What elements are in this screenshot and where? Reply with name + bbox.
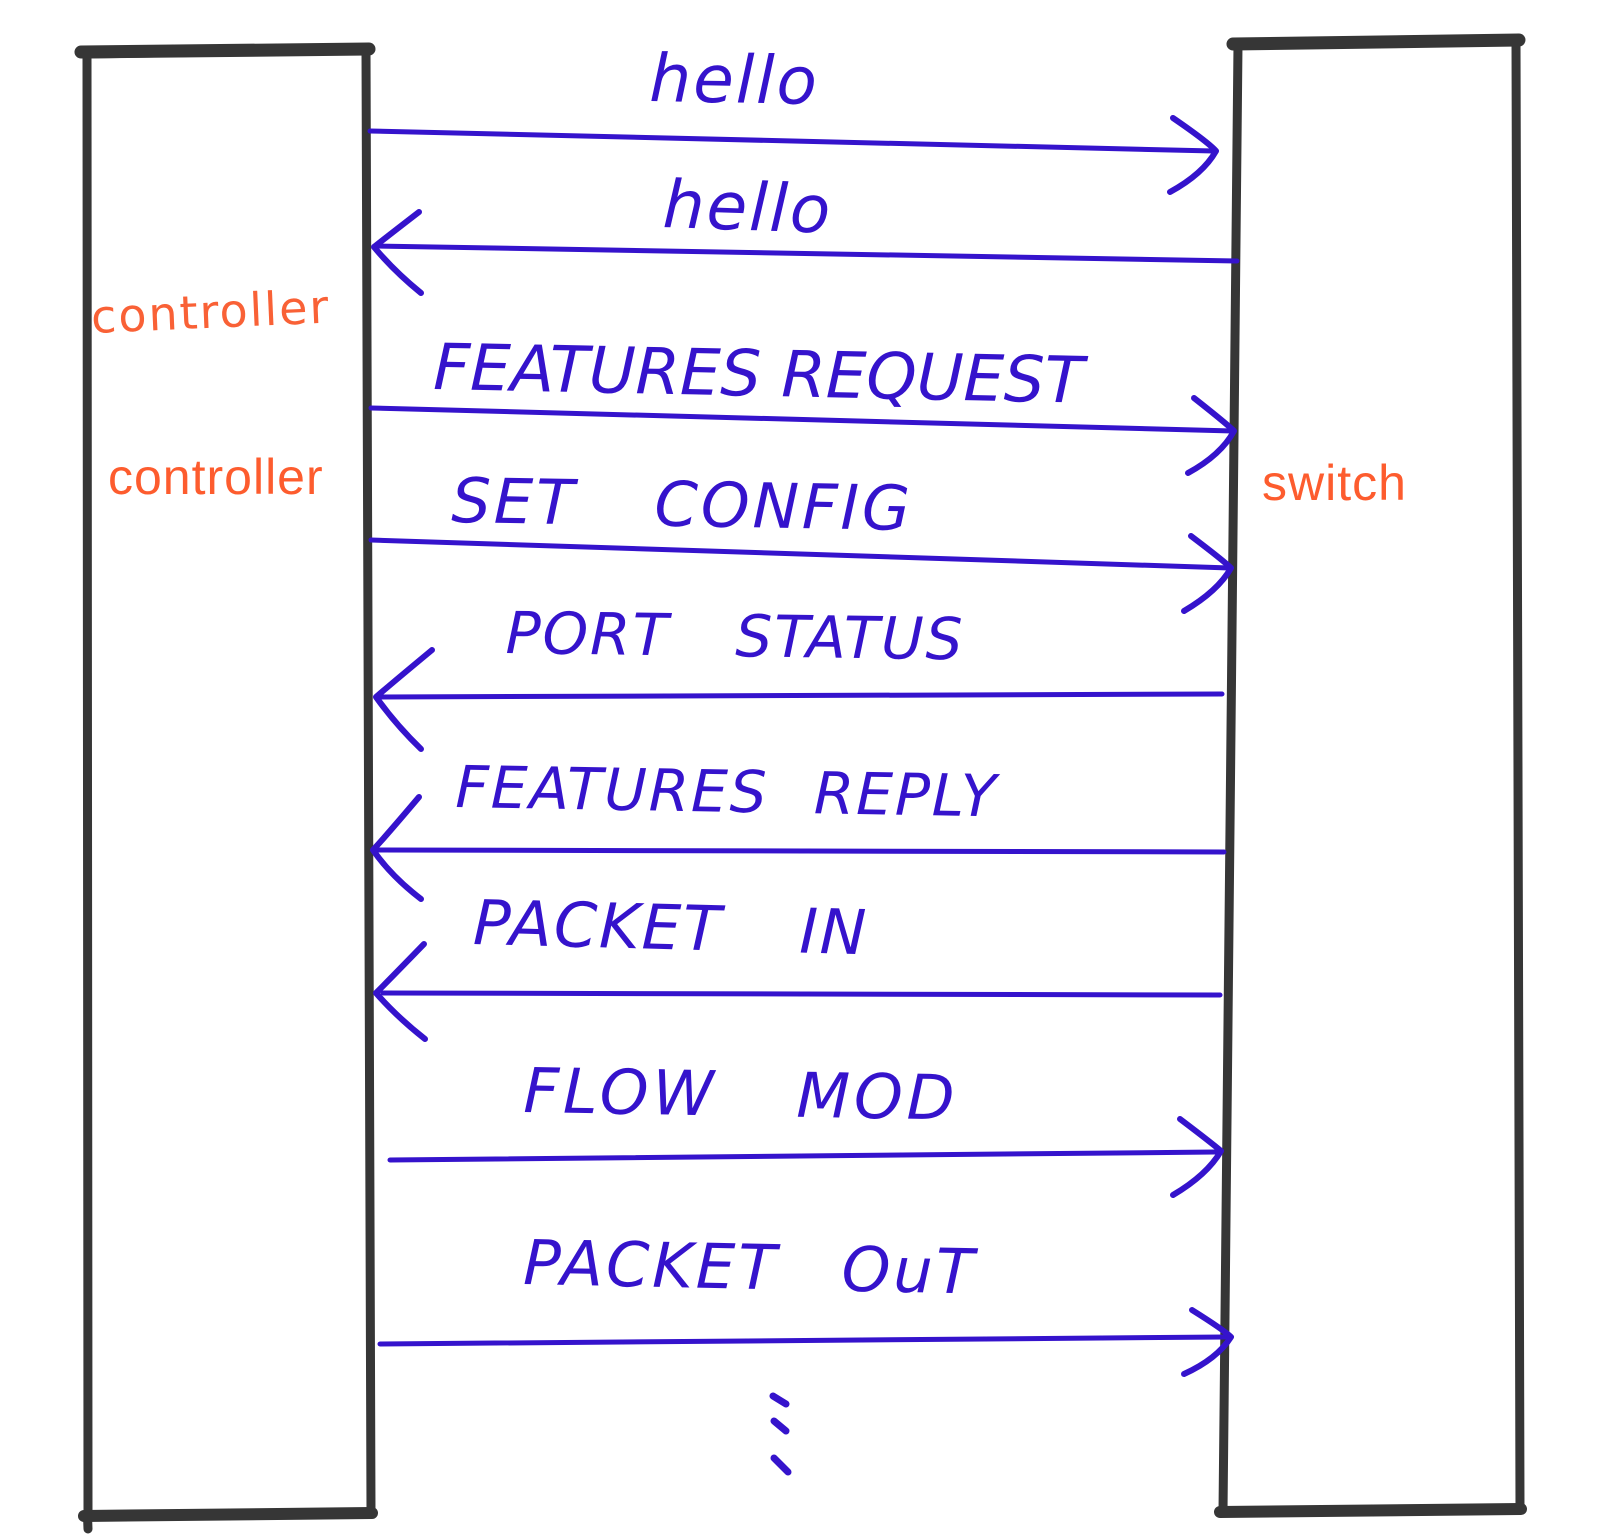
switch-box-top-edge: [1226, 33, 1526, 51]
arrowhead-left-icon: [370, 794, 424, 902]
arrow-line: [387, 1149, 1218, 1163]
arrowhead-right-icon: [1167, 115, 1219, 195]
message-arrows: [367, 115, 1240, 1476]
arrowhead-right-icon: [1170, 1116, 1224, 1198]
switch-box-outline: [1218, 36, 1525, 1517]
controller-handwritten-label: controller: [89, 279, 332, 344]
actor-boxes: [74, 33, 1527, 1534]
switch-box-bottom-edge: [1214, 1503, 1527, 1518]
message-label-packet-in: PACKET IN: [472, 886, 870, 970]
arrowhead-left-icon: [373, 647, 435, 752]
arrow-line: [368, 537, 1233, 571]
arrow-line: [368, 405, 1236, 434]
arrowhead-right-icon: [1181, 533, 1234, 614]
controller-typed-label: controller: [108, 449, 324, 505]
arrow-port-status: [373, 647, 1225, 752]
switch-typed-label: switch: [1262, 455, 1407, 511]
message-label-features-request: FEATURES REQUEST: [432, 331, 1085, 419]
message-label-hello-2: hello: [661, 166, 834, 249]
arrow-hello-to-controller: [371, 209, 1240, 296]
arrowhead-right-icon: [1185, 395, 1237, 476]
arrow-line: [377, 1334, 1228, 1347]
controller-box-top-edge: [74, 42, 376, 59]
message-label-flow-mod: FLOW MOD: [522, 1054, 960, 1135]
arrow-features-reply: [370, 794, 1227, 902]
arrow-features-request: [368, 395, 1237, 476]
arrow-flow-mod: [387, 1116, 1224, 1198]
arrow-line: [380, 990, 1223, 998]
dot-stroke: [769, 1392, 790, 1408]
continuation-dots-icon: [769, 1392, 792, 1476]
switch-box: [1214, 33, 1527, 1518]
message-label-packet-out: PACKET OuT: [522, 1226, 978, 1309]
controller-box: [74, 42, 378, 1534]
controller-box-corner-tail: [83, 1511, 93, 1534]
message-label-set-config: SET CONFIG: [450, 464, 914, 546]
message-label-features-reply: FEATURES REPLY: [454, 753, 999, 831]
arrow-line: [374, 243, 1240, 264]
arrow-hello-to-switch: [367, 115, 1219, 195]
dot-stroke: [770, 1454, 792, 1476]
arrowhead-left-icon: [371, 209, 424, 296]
arrowhead-left-icon: [373, 941, 428, 1042]
arrow-line: [375, 847, 1227, 855]
arrow-line: [367, 128, 1217, 154]
arrowhead-right-icon: [1181, 1307, 1234, 1377]
dot-stroke: [770, 1417, 790, 1435]
controller-box-bottom-edge: [78, 1507, 378, 1522]
arrow-packet-in: [373, 941, 1223, 1042]
controller-box-outline: [82, 45, 376, 1521]
arrow-line: [378, 691, 1225, 700]
arrow-packet-out: [377, 1307, 1234, 1377]
message-label-hello-1: hello: [648, 40, 820, 120]
arrow-set-config: [368, 533, 1234, 614]
message-label-port-status: PORT STATUS: [505, 599, 965, 674]
